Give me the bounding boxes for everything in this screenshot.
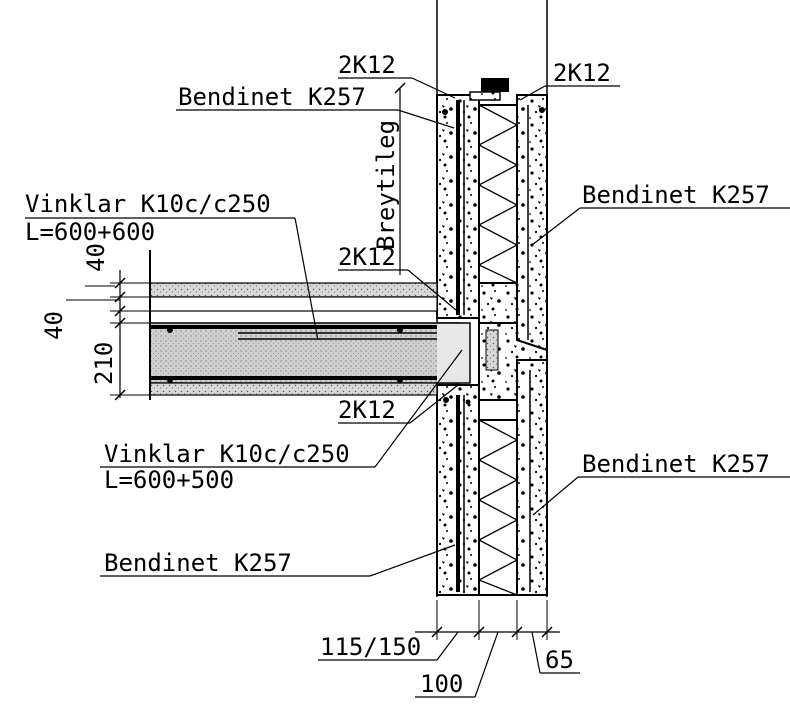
label-bendinet-right-upper: Bendinet K257 — [582, 181, 770, 209]
dim-210: 210 — [90, 342, 118, 385]
dim-115-150: 115/150 — [320, 633, 421, 661]
label-bendinet-right-lower: Bendinet K257 — [582, 450, 770, 478]
label-bendinet-top-left: Bendinet K257 — [178, 83, 366, 111]
upper-wall-panel — [436, 78, 548, 351]
lower-wall-panel — [436, 359, 548, 596]
label-2k12-bottom: 2K12 — [338, 396, 396, 424]
label-2k12-top-right: 2K12 — [553, 59, 611, 87]
label-vinklar-top-length: L=600+600 — [25, 218, 155, 246]
breytileg-label: Breytileg — [372, 120, 400, 250]
label-bendinet-bottom-left: Bendinet K257 — [104, 549, 292, 577]
left-dimension-chain: 40 40 210 — [40, 243, 150, 401]
variable-dimension: Breytileg — [372, 82, 406, 275]
bottom-dimension-chain: 115/150 100 65 — [318, 600, 580, 698]
dim-40-lower: 40 — [40, 311, 68, 340]
label-2k12-top-left: 2K12 — [338, 51, 396, 79]
label-vinklar-top: Vinklar K10c/c250 — [25, 190, 271, 218]
label-vinklar-bottom: Vinklar K10c/c250 — [104, 440, 350, 468]
dim-65: 65 — [545, 646, 574, 674]
dim-100: 100 — [420, 670, 463, 698]
label-vinklar-bottom-length: L=600+500 — [104, 466, 234, 494]
label-2k12-mid: 2K12 — [338, 243, 396, 271]
floor-slab — [149, 282, 471, 396]
dim-40-upper: 40 — [82, 243, 110, 272]
